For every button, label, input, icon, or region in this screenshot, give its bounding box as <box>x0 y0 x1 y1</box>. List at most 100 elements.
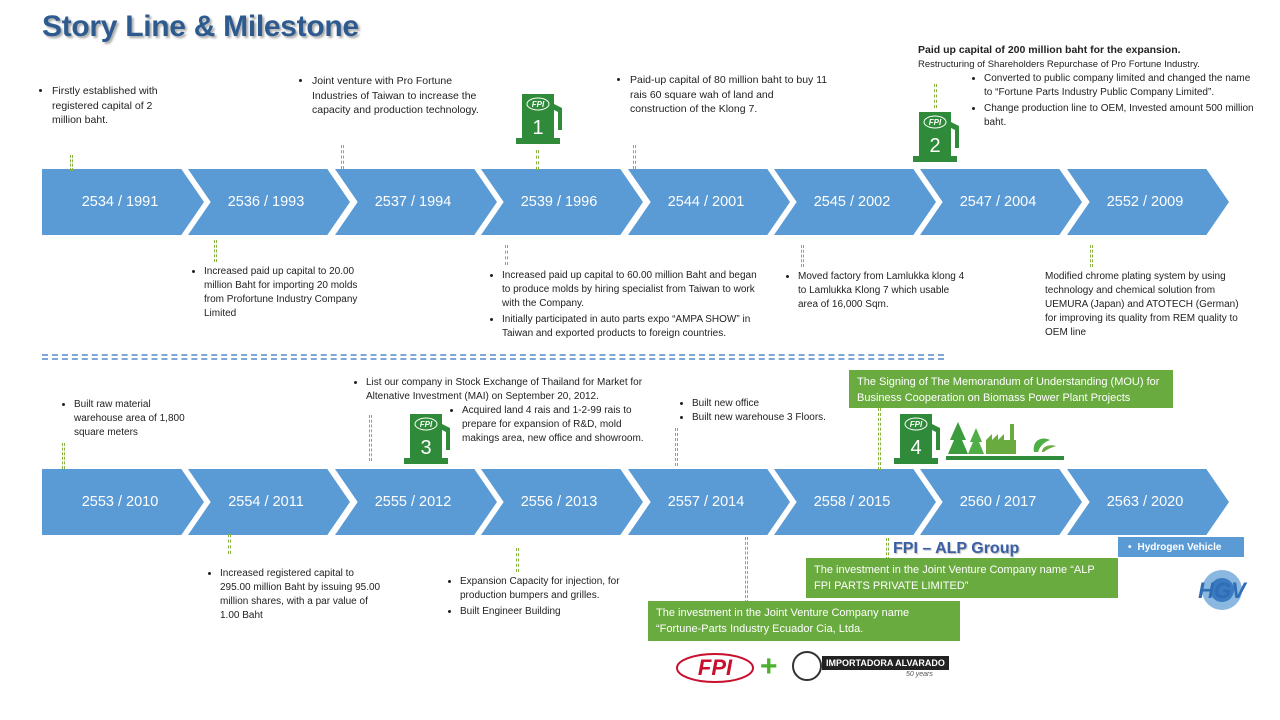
note-2004: Converted to public company limited and … <box>966 72 1258 132</box>
note-2004-head: Paid up capital of 200 million baht for … <box>918 43 1258 72</box>
fpi-mini-logo: FPI <box>531 100 545 109</box>
ecuador-jv-box: The investment in the Joint Venture Comp… <box>648 601 960 641</box>
hydrogen-vehicle-box: • Hydrogen Vehicle <box>1118 537 1244 557</box>
page-title: Story Line & Milestone <box>42 10 359 43</box>
fuel-pump-icon <box>516 94 562 144</box>
connector <box>675 428 678 466</box>
fuel-pump-icon <box>894 414 940 464</box>
note-item: Increased paid up capital to 60.00 milli… <box>502 269 760 311</box>
milestone-badge-1: FPI 1 <box>516 90 568 146</box>
note-2010: Built raw material warehouse area of 1,8… <box>56 398 196 442</box>
importadora-logo-sub: 50 years <box>906 671 933 678</box>
note-item: Built raw material warehouse area of 1,8… <box>74 398 196 440</box>
note-1993: Increased paid up capital to 20.00 milli… <box>186 265 364 323</box>
note-item: Moved factory from Lamlukka klong 4 to L… <box>798 270 970 312</box>
note-item: Paid-up capital of 80 million baht to bu… <box>630 73 832 117</box>
alp-jv-box: The investment in the Joint Venture Comp… <box>806 558 1118 598</box>
note-item: Firstly established with registered capi… <box>52 84 184 128</box>
timeline-step-2015: 2558 / 2015 <box>774 469 936 535</box>
timeline-step-2001: 2544 / 2001 <box>628 169 790 235</box>
note-2013: Expansion Capacity for injection, for pr… <box>442 575 642 621</box>
note-1994: Joint venture with Pro Fortune Industrie… <box>294 74 494 120</box>
note-2012-b: Acquired land 4 rais and 1-2-99 rais to … <box>444 404 654 448</box>
note-2009: Modified chrome plating system by using … <box>1045 270 1250 340</box>
milestone-badge-4: FPI 4 <box>894 410 946 466</box>
note-item: Expansion Capacity for injection, for pr… <box>460 575 642 603</box>
note-2011: Increased registered capital to 295.00 m… <box>202 567 382 625</box>
mou-box: The Signing of The Memorandum of Underst… <box>849 370 1173 408</box>
note-item: Increased paid up capital to 20.00 milli… <box>204 265 364 321</box>
importadora-emblem-icon <box>792 651 822 681</box>
timeline-step-2009: 2552 / 2009 <box>1067 169 1229 235</box>
timeline-step-2013: 2556 / 2013 <box>481 469 643 535</box>
note-item: Change production line to OEM, Invested … <box>984 102 1258 130</box>
connector <box>62 443 65 469</box>
note-item: Initially participated in auto parts exp… <box>502 313 760 341</box>
connector <box>214 240 217 262</box>
fpi-mini-logo: FPI <box>928 118 942 127</box>
note-item: Built Engineer Building <box>460 605 642 619</box>
milestone-number: 3 <box>420 437 432 459</box>
connector <box>886 538 889 560</box>
timeline-step-1991: 2534 / 1991 <box>42 169 204 235</box>
note-item: Built new warehouse 3 Floors. <box>692 411 854 425</box>
note-subheading: Restructuring of Shareholders Repurchase… <box>918 58 1200 70</box>
note-1991: Firstly established with registered capi… <box>34 84 184 130</box>
timeline-step-2014: 2557 / 2014 <box>628 469 790 535</box>
note-item: Increased registered capital to 295.00 m… <box>220 567 382 623</box>
connector <box>341 145 344 169</box>
timeline-step-2020: 2563 / 2020 <box>1067 469 1229 535</box>
note-1996: Increased paid up capital to 60.00 milli… <box>484 269 760 343</box>
connector <box>228 534 231 554</box>
milestone-number: 4 <box>910 437 922 459</box>
milestone-number: 1 <box>532 117 544 139</box>
note-item: Modified chrome plating system by using … <box>1045 271 1239 338</box>
fpi-logo-text: FPI <box>698 655 733 680</box>
note-2001: Paid-up capital of 80 million baht to bu… <box>612 73 832 119</box>
connector <box>934 84 937 108</box>
connector <box>70 155 73 171</box>
connector <box>745 537 748 603</box>
note-item: Joint venture with Pro Fortune Industrie… <box>312 74 494 118</box>
hydrogen-vehicle-label: Hydrogen Vehicle <box>1137 541 1222 553</box>
milestone-badge-3: FPI 3 <box>404 410 456 466</box>
fpi-mini-logo: FPI <box>909 420 923 429</box>
connector <box>1090 245 1093 267</box>
biomass-plant-icon <box>946 422 1064 460</box>
connector <box>801 245 804 267</box>
note-2002: Moved factory from Lamlukka klong 4 to L… <box>780 270 970 314</box>
milestone-badge-2: FPI 2 <box>913 108 965 164</box>
connector <box>516 548 519 572</box>
timeline-step-2010: 2553 / 2010 <box>42 469 204 535</box>
hgv-logo: HGV <box>1198 570 1248 610</box>
fpi-logo: FPI <box>676 653 754 683</box>
connector <box>369 415 372 461</box>
note-item: List our company in Stock Exchange of Th… <box>366 376 668 404</box>
connector <box>878 408 881 470</box>
note-item: Acquired land 4 rais and 1-2-99 rais to … <box>462 404 654 446</box>
bullet-icon: • <box>1128 541 1132 553</box>
hgv-logo-text: HGV <box>1198 578 1248 603</box>
connector <box>536 150 539 170</box>
timeline-step-2002: 2545 / 2002 <box>774 169 936 235</box>
timeline-step-2012: 2555 / 2012 <box>335 469 497 535</box>
milestone-number: 2 <box>929 135 941 157</box>
timeline-step-1996: 2539 / 1996 <box>481 169 643 235</box>
fpi-mini-logo: FPI <box>419 420 433 429</box>
timeline-step-2017: 2560 / 2017 <box>920 469 1082 535</box>
section-divider <box>42 354 944 360</box>
timeline-step-1994: 2537 / 1994 <box>335 169 497 235</box>
timeline-step-2004: 2547 / 2004 <box>920 169 1082 235</box>
note-2014: Built new office Built new warehouse 3 F… <box>674 397 854 427</box>
note-item: Converted to public company limited and … <box>984 72 1258 100</box>
connector <box>633 145 636 169</box>
fpi-alp-group-label: FPI – ALP Group <box>893 540 1020 557</box>
note-heading: Paid up capital of 200 million baht for … <box>918 44 1181 56</box>
timeline-step-1993: 2536 / 1993 <box>188 169 350 235</box>
note-item: Built new office <box>692 397 854 411</box>
plus-icon: + <box>760 650 778 683</box>
fuel-pump-icon <box>404 414 450 464</box>
timeline-step-2011: 2554 / 2011 <box>188 469 350 535</box>
note-2012-a: List our company in Stock Exchange of Th… <box>348 376 668 406</box>
importadora-logo-text: IMPORTADORA ALVARADO <box>822 656 949 670</box>
